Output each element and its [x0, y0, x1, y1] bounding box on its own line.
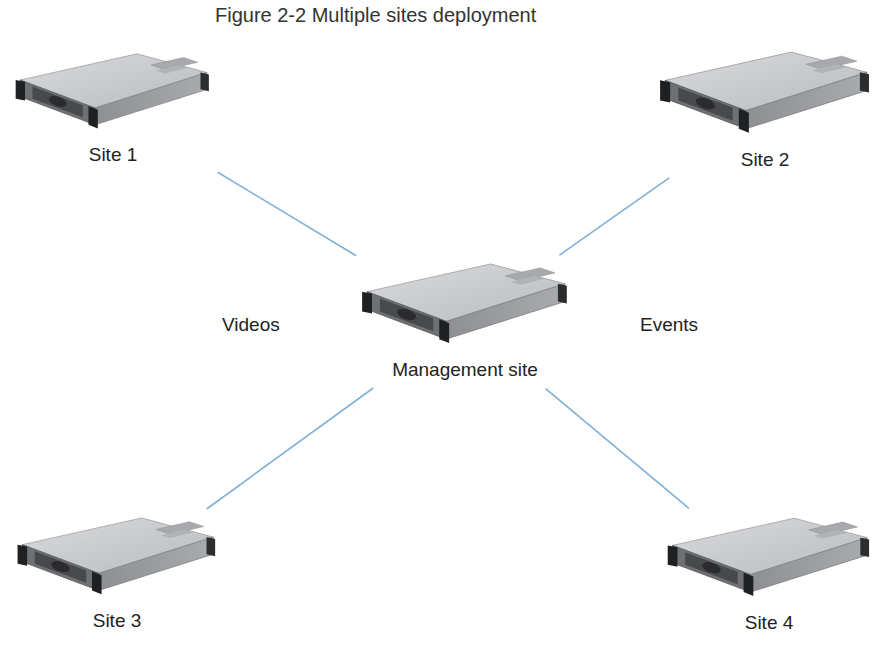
server-illustration: [6, 52, 212, 136]
server-node: Site 2: [650, 50, 880, 171]
server-node: Site 1: [6, 52, 220, 166]
site-link: [546, 389, 689, 509]
server-illustration: [650, 50, 872, 141]
site-label: Site 1: [6, 144, 220, 166]
flow-label: Videos: [220, 314, 282, 336]
server-illustration: [352, 262, 570, 351]
site-label: Management site: [352, 359, 578, 381]
site-link: [207, 388, 374, 509]
site-label: Site 4: [658, 612, 880, 634]
server-node: Management site: [352, 262, 578, 381]
site-link: [218, 172, 357, 256]
site-label: Site 2: [650, 149, 880, 171]
server-illustration: [8, 516, 218, 602]
flow-label: Events: [638, 314, 700, 336]
server-illustration: [658, 516, 872, 604]
site-link: [559, 178, 669, 255]
site-label: Site 3: [8, 610, 226, 632]
figure-title: Figure 2-2 Multiple sites deployment: [215, 4, 536, 27]
server-node: Site 4: [658, 516, 880, 634]
server-node: Site 3: [8, 516, 226, 632]
